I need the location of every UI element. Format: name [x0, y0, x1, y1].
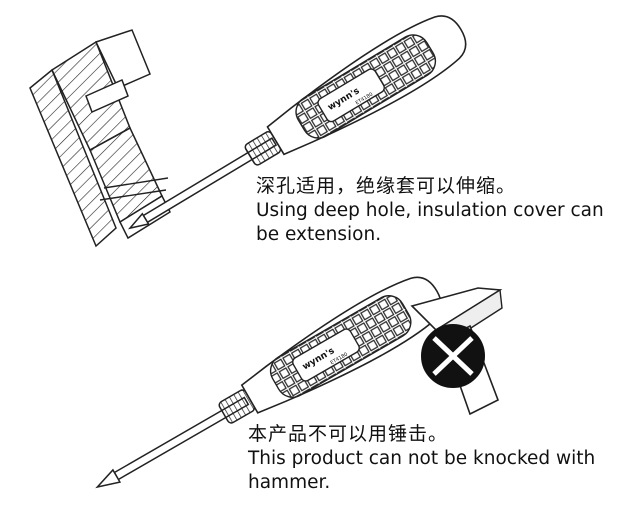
deep-hole-caption-en-line2: be extension. — [256, 223, 382, 245]
screwdriver-in-deep-hole-icon: wynn's ET4180 — [127, 15, 467, 230]
screwdriver-no-hammer-icon: wynn's ET4180 — [95, 276, 443, 489]
circle-x-icon — [421, 324, 485, 388]
no-hammer-caption-zh: 本产品不可以用锤击。 — [248, 423, 449, 445]
deep-hole-caption-zh: 深孔适用，绝缘套可以伸缩。 — [256, 175, 517, 197]
wall-section-illustration — [29, 29, 171, 248]
deep-hole-caption-en-line1: Using deep hole, insulation cover can — [256, 199, 604, 221]
deep-hole-caption: 深孔适用，绝缘套可以伸缩。 Using deep hole, insulatio… — [256, 174, 616, 247]
no-hammer-caption-en-line1: This product can not be knocked with — [248, 447, 596, 469]
no-hammer-caption: 本产品不可以用锤击。 This product can not be knock… — [248, 422, 608, 495]
no-hammer-caption-en-line2: hammer. — [248, 471, 331, 493]
